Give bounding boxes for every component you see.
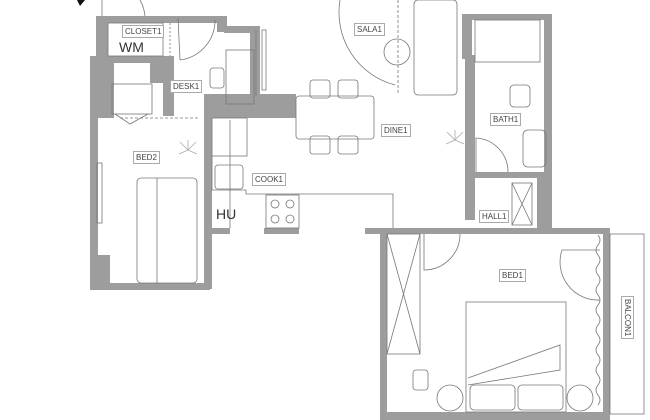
room-label-balcon1: BALCON1	[621, 296, 634, 340]
room-label-desk1: DESK1	[170, 80, 203, 93]
fixture-label-washing-machine: WM	[119, 39, 144, 55]
room-label-hall1: HALL1	[479, 210, 510, 223]
fixture-label-heating-unit: HU	[216, 206, 237, 222]
fixtures	[96, 0, 645, 415]
room-label-sala1: SALA1	[354, 23, 385, 36]
north-arrow-icon	[77, 0, 85, 6]
room-label-bath1: BATH1	[490, 113, 522, 126]
room-label-dine1: DINE1	[381, 124, 411, 137]
room-label-bed2: BED2	[133, 151, 160, 164]
room-label-closet1: CLOSET1	[122, 25, 165, 38]
room-label-cook1: COOK1	[252, 173, 287, 186]
room-label-bed1: BED1	[499, 269, 526, 282]
walls	[90, 14, 610, 420]
